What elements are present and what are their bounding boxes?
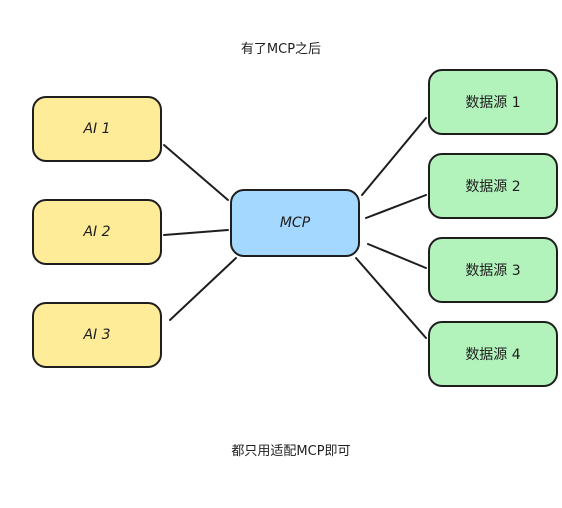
diagram-footer: 都只用适配MCP即可 xyxy=(231,444,351,459)
data-source-node-2: 数据源 2 xyxy=(428,153,558,219)
data-source-label: 数据源 3 xyxy=(465,263,521,279)
mcp-hub-label: MCP xyxy=(279,215,311,231)
connector-mcp-src4 xyxy=(355,257,427,339)
data-source-node-1: 数据源 1 xyxy=(428,69,558,135)
ai-node-1: AI 1 xyxy=(32,96,162,162)
ai-node-2: AI 2 xyxy=(32,199,162,265)
connector-ai1-mcp xyxy=(163,144,229,201)
connector-ai3-mcp xyxy=(169,257,237,321)
data-source-label: 数据源 4 xyxy=(465,347,521,363)
mcp-hub-node: MCP xyxy=(230,189,360,257)
ai-node-3: AI 3 xyxy=(32,302,162,368)
ai-node-label: AI 3 xyxy=(83,327,111,343)
connector-ai2-mcp xyxy=(163,229,229,236)
data-source-node-4: 数据源 4 xyxy=(428,321,558,387)
data-source-label: 数据源 2 xyxy=(465,179,521,195)
connector-mcp-src1 xyxy=(361,117,427,196)
connector-mcp-src3 xyxy=(367,243,427,269)
ai-node-label: AI 1 xyxy=(83,121,111,137)
connector-mcp-src2 xyxy=(365,194,427,219)
ai-node-label: AI 2 xyxy=(83,224,111,240)
data-source-label: 数据源 1 xyxy=(465,95,521,111)
diagram-title: 有了MCP之后 xyxy=(240,42,322,57)
data-source-node-3: 数据源 3 xyxy=(428,237,558,303)
